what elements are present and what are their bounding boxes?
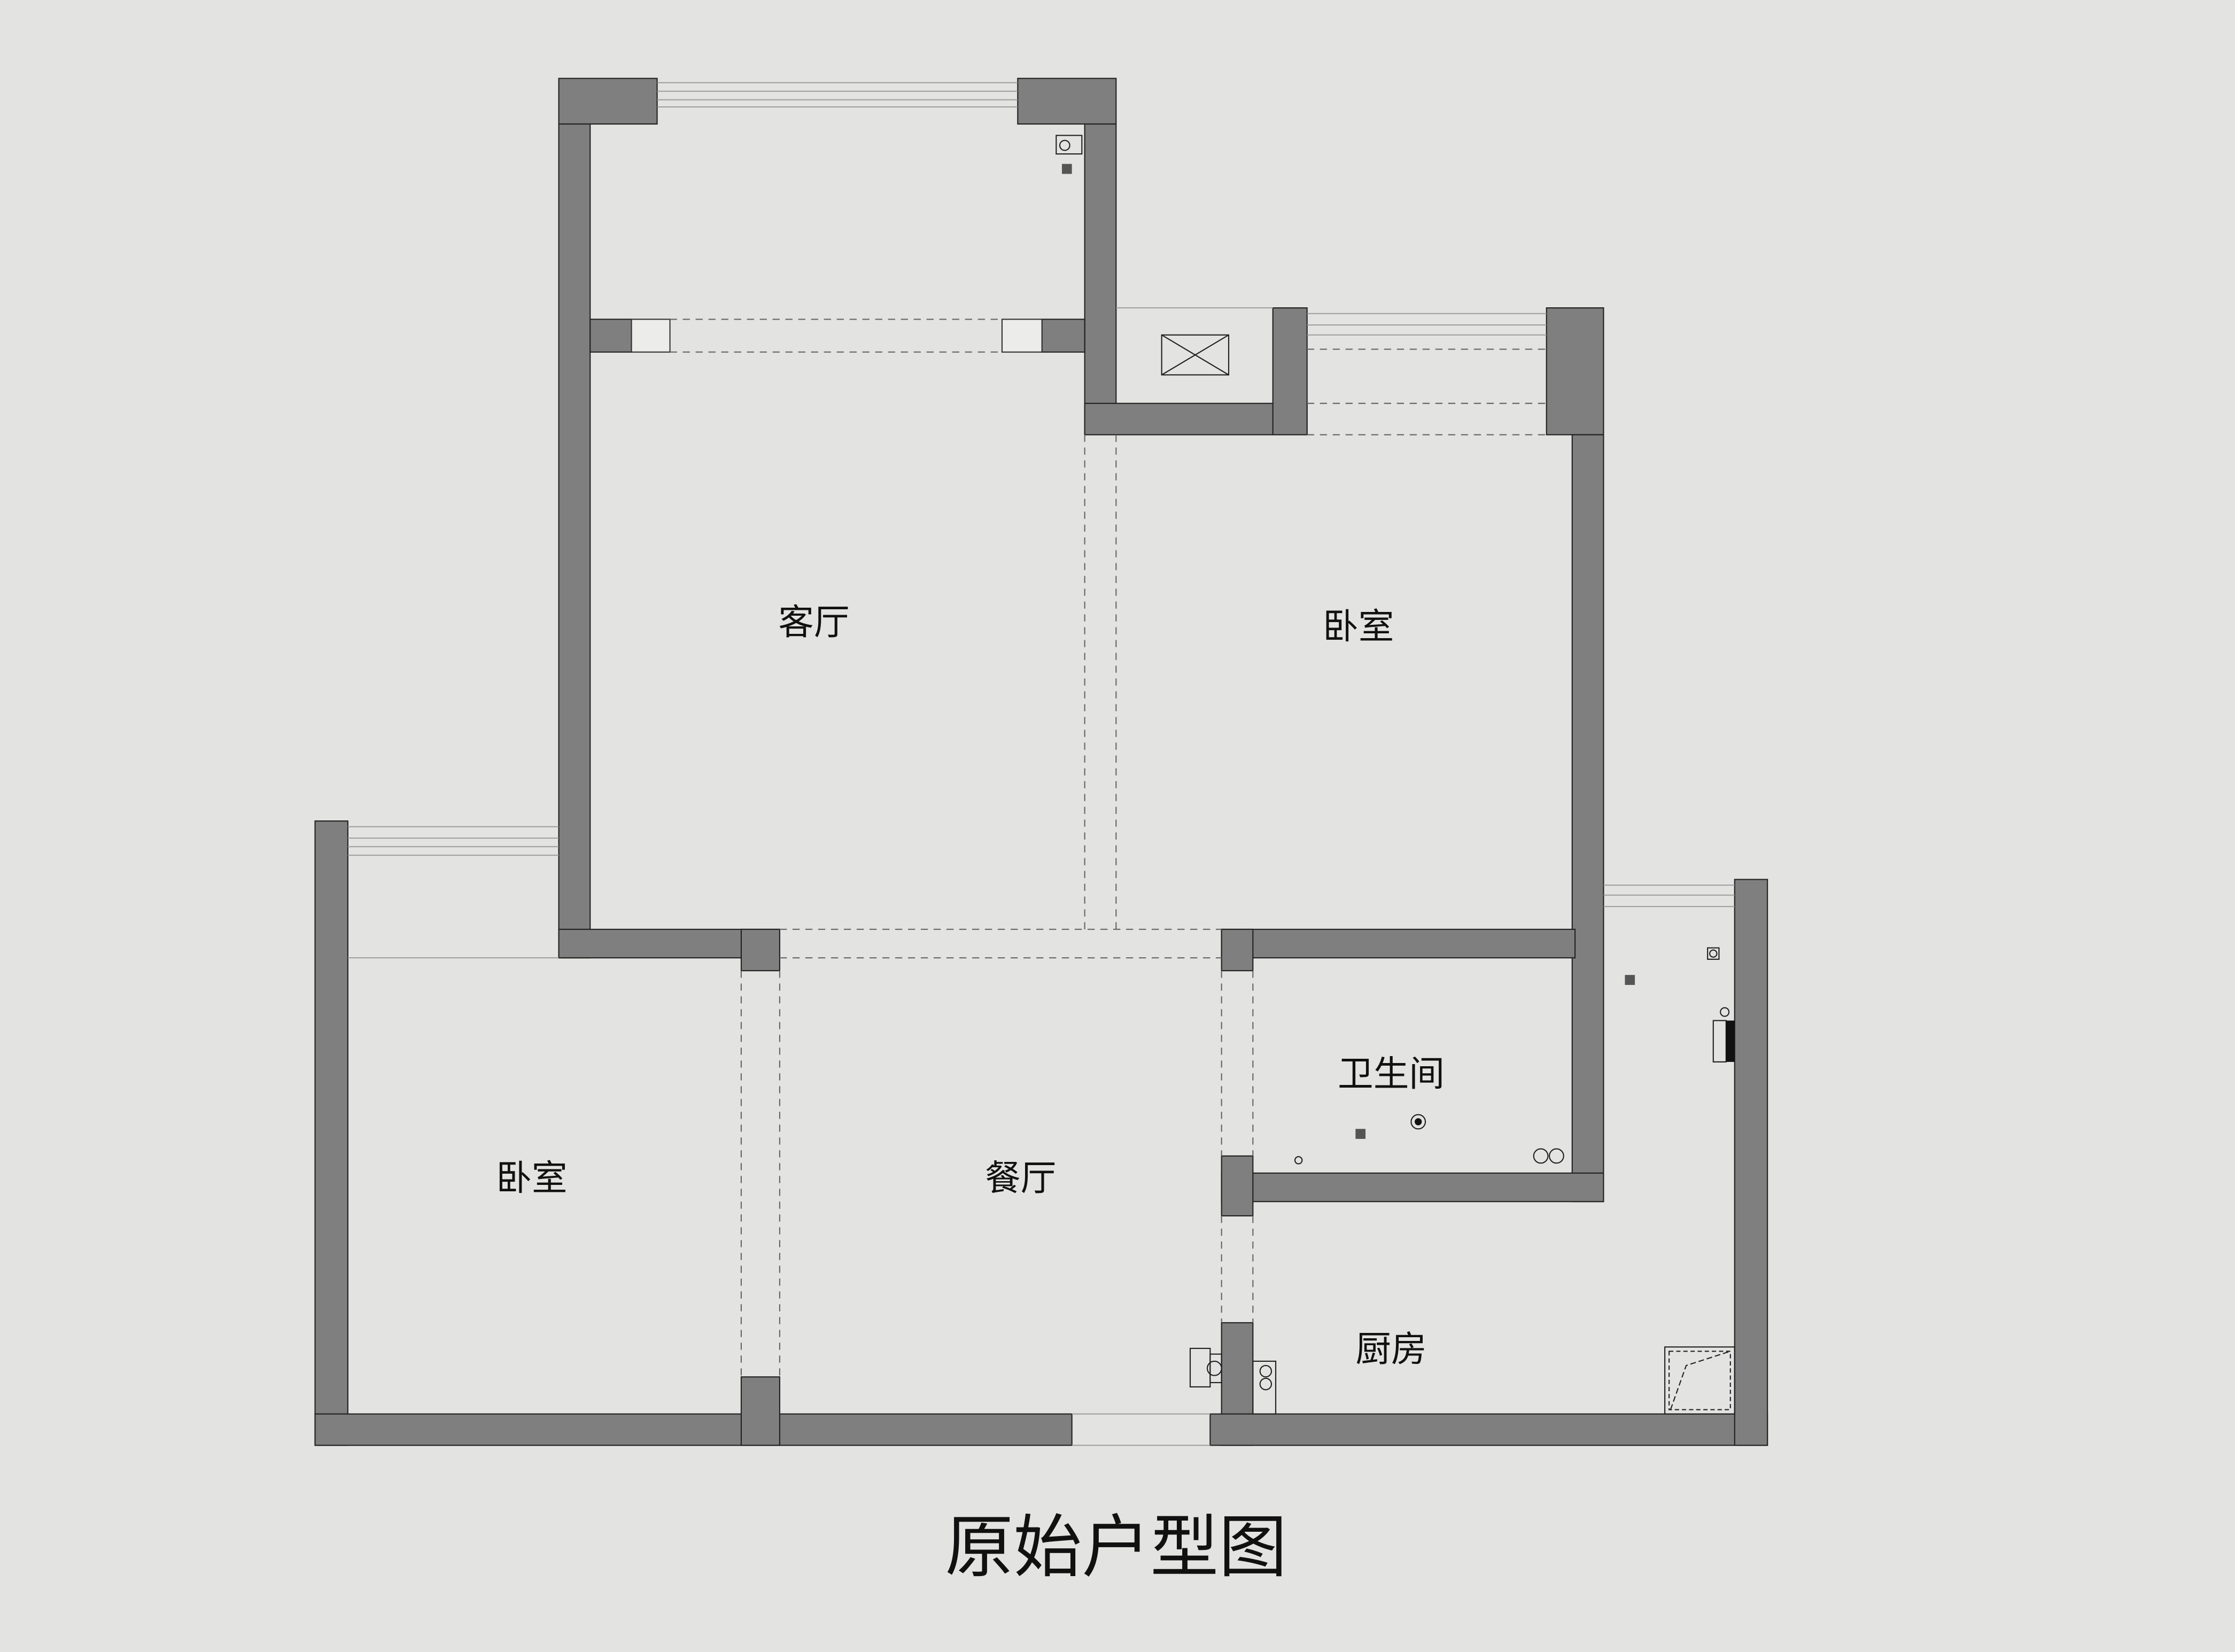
floor-drain-icon — [1625, 975, 1635, 985]
water-heater-icon — [1712, 1007, 1735, 1062]
windows-and-openings — [347, 82, 1735, 1446]
shaft-icon — [1161, 334, 1230, 376]
electric-box-icon — [1189, 1347, 1222, 1388]
plan-title: 原始户型图 — [945, 1508, 1287, 1587]
floor-drain-icon — [1355, 1129, 1366, 1139]
water-valve-icon — [1533, 1148, 1564, 1164]
drain-pipe-icon — [1410, 1114, 1426, 1130]
room-label-kitchen: 厨房 — [1355, 1328, 1426, 1370]
floor-drain-icon — [1061, 164, 1072, 174]
room-label-bedroom-right: 卧室 — [1323, 606, 1394, 647]
room-label-living: 客厅 — [778, 601, 849, 643]
pipe-icon — [1294, 1156, 1303, 1165]
room-labels: 客厅 卧室 卧室 餐厅 卫生间 厨房 — [496, 601, 1445, 1370]
socket-icon — [1252, 1360, 1277, 1415]
gas-meter-icon — [1664, 1346, 1735, 1415]
fixtures — [1056, 135, 1735, 1415]
room-label-bathroom: 卫生间 — [1338, 1053, 1445, 1095]
room-label-bedroom-left: 卧室 — [496, 1157, 567, 1199]
walls — [314, 77, 1768, 1446]
room-label-dining: 餐厅 — [985, 1157, 1056, 1199]
vent-icon — [1707, 947, 1720, 960]
socket-icon — [1056, 135, 1083, 155]
